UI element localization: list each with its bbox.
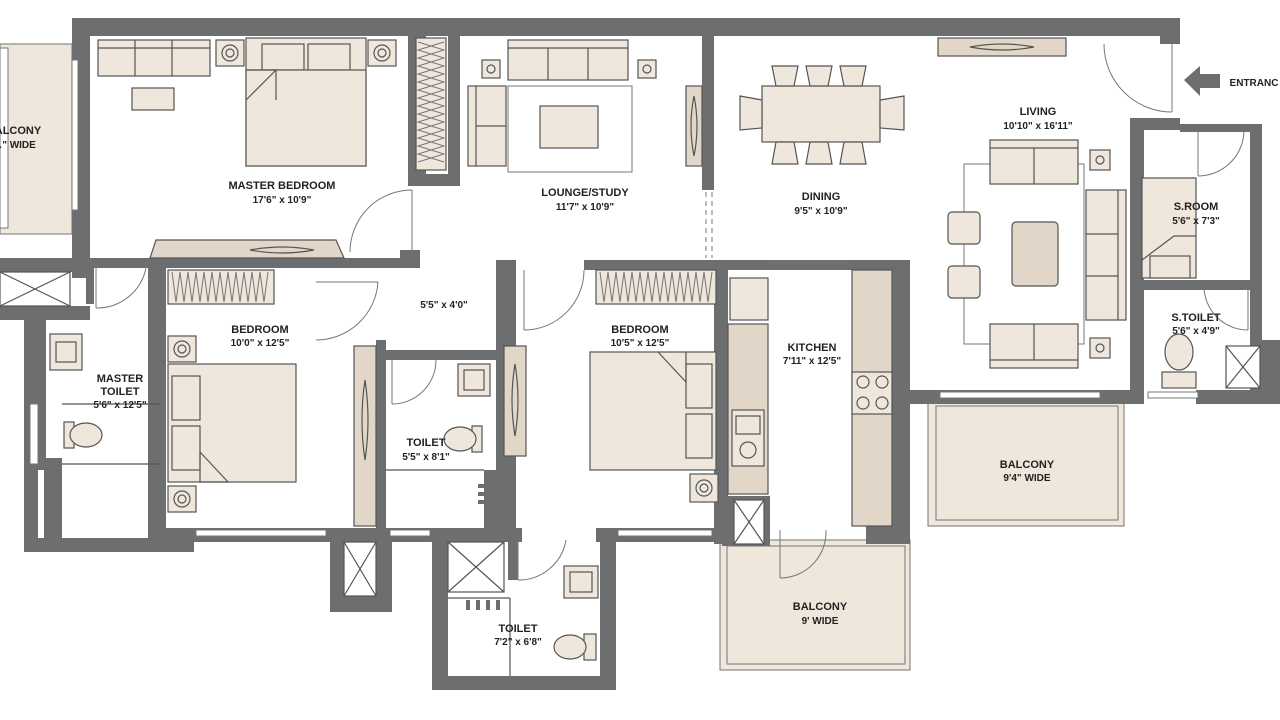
- toilet-1-label: TOILET: [407, 437, 446, 449]
- dining-label: DINING: [802, 191, 841, 203]
- wardrobe-icon: [149, 239, 345, 259]
- toilet-2-fixtures: [448, 565, 599, 676]
- s-room-dim: 5'6" x 7'3": [1172, 216, 1220, 227]
- s-toilet-label: S.TOILET: [1171, 312, 1221, 324]
- wardrobe-icon: [415, 37, 447, 171]
- balcony-left-dim: …" WIDE: [0, 140, 36, 151]
- bedroom-1-furniture: [167, 269, 377, 527]
- wc-icon: [443, 425, 483, 453]
- stove-icon: [851, 371, 893, 415]
- wardrobe-icon: [167, 269, 275, 305]
- balcony-kitchen-dim: 9' WIDE: [802, 616, 839, 627]
- entrance-arrow-icon: [1184, 66, 1220, 96]
- shaft-icon: [0, 271, 505, 597]
- wc-icon: [1161, 333, 1197, 389]
- dining-dim: 9'5" x 10'9": [794, 206, 847, 217]
- master-bedroom-dim: 17'6" x 10'9": [253, 195, 312, 206]
- toilet-2-dim: 7'2" x 6'8": [494, 637, 542, 648]
- washbasin-icon: [563, 565, 599, 599]
- toilet-1-dim: 5'5" x 8'1": [402, 452, 450, 463]
- kitchen-label: KITCHEN: [788, 342, 837, 354]
- s-room-furniture: [1141, 177, 1197, 279]
- console-icon: [503, 345, 527, 457]
- balcony-right-label: BALCONY: [1000, 459, 1055, 471]
- shaft-icon: [733, 499, 765, 545]
- bed-icon: [167, 363, 297, 483]
- bedroom-2-label: BEDROOM: [611, 324, 668, 336]
- bedroom-2-dim: 10'5" x 12'5": [611, 338, 670, 349]
- master-bedroom-label: MASTER BEDROOM: [229, 180, 336, 192]
- s-toilet-dim: 5'6" x 4'9": [1172, 326, 1220, 337]
- console-icon: [353, 345, 377, 527]
- sofa-icon: [989, 139, 1127, 369]
- passage-dim: 5'5" x 4'0": [420, 300, 468, 311]
- console-icon: [937, 37, 1067, 57]
- sofa-icon: [467, 39, 629, 167]
- lounge-furniture: [467, 39, 703, 173]
- door-swing-icon: [95, 43, 1249, 581]
- entrance-label: ENTRANC: [1230, 78, 1279, 89]
- shaft-icon: [1225, 345, 1261, 389]
- bedroom-2-furniture: [503, 269, 719, 503]
- sofa-icon: [97, 39, 211, 77]
- kitchen-dim: 7'11" x 12'5": [783, 356, 841, 367]
- wc-icon: [553, 633, 597, 661]
- balcony-kitchen-label: BALCONY: [793, 601, 848, 613]
- balconies: [0, 43, 1125, 671]
- master-bedroom-furniture: [97, 37, 447, 259]
- windows: [29, 59, 1199, 537]
- wardrobe-icon: [595, 269, 717, 305]
- master-toilet-dim: 5'6" x 12'5": [93, 400, 146, 411]
- lounge-dim: 11'7" x 10'9": [556, 202, 614, 213]
- room-labels: MASTER BEDROOM 17'6" x 10'9" LOUNGE/STUD…: [0, 78, 1278, 648]
- master-toilet-fixtures: [49, 333, 160, 504]
- master-toilet-label: MASTER: [97, 373, 144, 385]
- lounge-label: LOUNGE/STUDY: [541, 187, 629, 199]
- living-furniture: [947, 139, 1127, 369]
- balcony-left-area: [0, 43, 73, 235]
- washbasin-icon: [457, 363, 491, 397]
- bed-icon: [245, 37, 367, 167]
- toilet-1-fixtures: [386, 363, 491, 504]
- washbasin-icon: [49, 333, 83, 371]
- balcony-right-dim: 9'4" WIDE: [1003, 473, 1050, 484]
- kitchen-fixtures: [727, 261, 893, 545]
- nightstand-icon: [215, 39, 397, 67]
- balcony-left-label: BALCONY: [0, 125, 42, 137]
- sink-icon: [731, 409, 765, 467]
- wc-icon: [63, 421, 103, 449]
- dining-table-icon: [739, 65, 905, 165]
- bedroom-1-dim: 10'0" x 12'5": [231, 338, 290, 349]
- bedroom-1-label: BEDROOM: [231, 324, 288, 336]
- master-toilet-label-2: TOILET: [101, 386, 140, 398]
- toilet-2-label: TOILET: [499, 623, 538, 635]
- console-icon: [685, 85, 703, 167]
- living-dim: 10'10" x 16'11": [1003, 121, 1073, 132]
- bed-icon: [589, 351, 717, 471]
- living-label: LIVING: [1020, 106, 1057, 118]
- s-room-label: S.ROOM: [1174, 201, 1219, 213]
